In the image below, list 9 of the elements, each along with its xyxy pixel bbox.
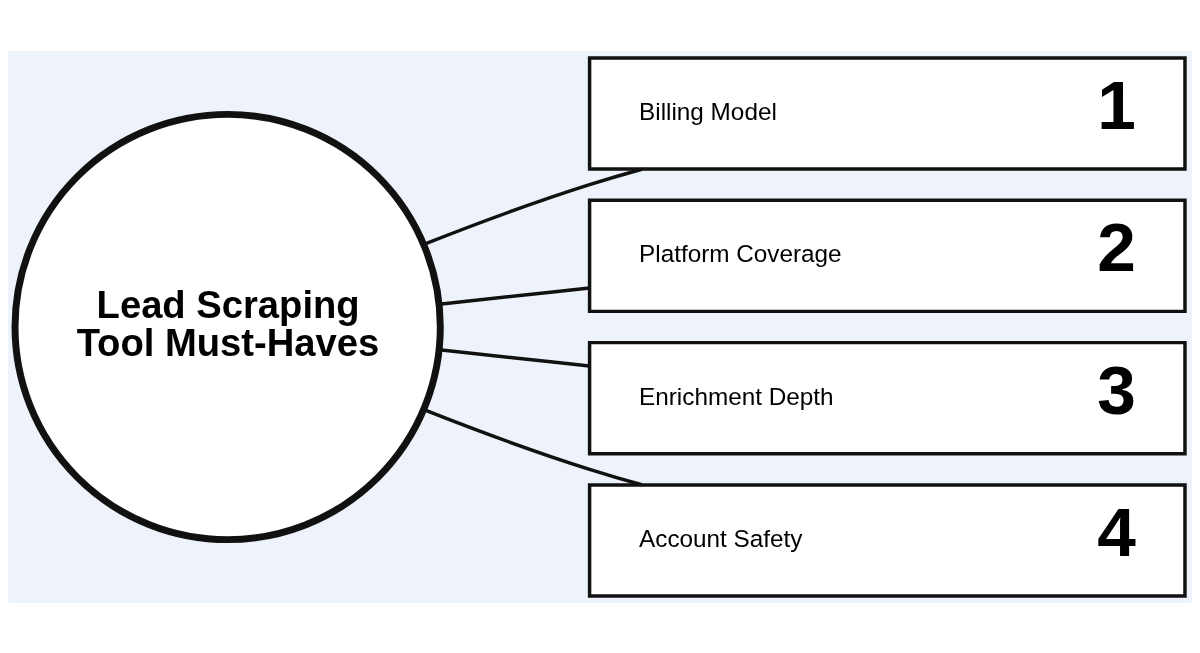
node-box: Platform Coverage 2 xyxy=(587,198,1187,313)
connector xyxy=(439,285,590,306)
node-box: Account Safety 4 xyxy=(587,482,1187,598)
node-box: Enrichment Depth 3 xyxy=(587,340,1187,455)
connector xyxy=(423,407,643,486)
node-circle: Lead Scraping Tool Must-Haves xyxy=(11,110,444,543)
connector xyxy=(423,167,643,246)
connector xyxy=(439,347,590,368)
node-box: Billing Model 1 xyxy=(587,55,1187,171)
